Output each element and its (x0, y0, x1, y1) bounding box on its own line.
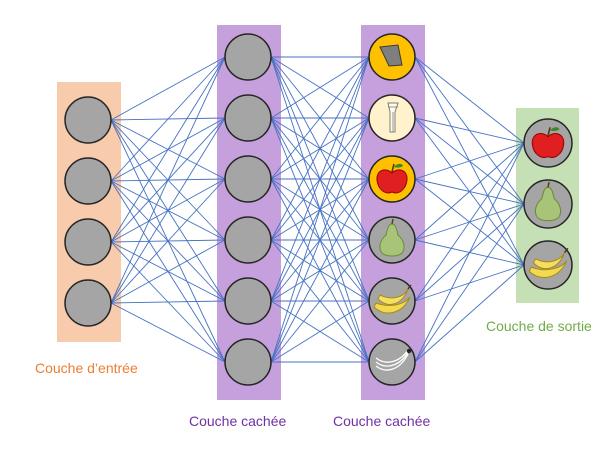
edge-hidden1-5-to-hidden2-0 (270, 56, 370, 363)
square-shape-icon (379, 44, 403, 67)
edge-hidden2-3-to-output-0 (414, 142, 525, 241)
red-apple-icon (531, 127, 565, 158)
edge-hidden2-1-to-output-0 (414, 117, 525, 144)
edge-hidden1-5-to-hidden2-4 (270, 300, 370, 363)
node-circle (64, 157, 112, 205)
neurons (64, 33, 573, 386)
banana-icon (528, 247, 569, 279)
edge-input-3-to-hidden1-4 (110, 300, 226, 304)
edge-hidden2-2-to-output-0 (414, 142, 525, 180)
node-hidden2-4 (368, 216, 416, 264)
node-circle (64, 279, 112, 327)
input-layer-label: Couche d’entrée (35, 360, 138, 376)
node-circle (224, 216, 272, 264)
node-hidden1-5 (224, 277, 272, 325)
edge-hidden2-5-to-output-0 (414, 142, 525, 363)
node-circle (64, 218, 112, 266)
node-circle (224, 155, 272, 203)
edge-hidden1-3-to-hidden2-0 (270, 56, 370, 241)
node-hidden1-2 (224, 94, 272, 142)
connection-edges (110, 56, 525, 363)
edge-hidden1-2-to-hidden2-0 (270, 56, 370, 180)
node-input-4 (64, 279, 112, 327)
node-input-1 (64, 96, 112, 144)
output-layer-label: Couche de sortie (486, 318, 592, 334)
node-circle (224, 33, 272, 81)
edge-input-3-to-hidden1-3 (110, 239, 226, 304)
edge-hidden1-5-to-hidden2-3 (270, 239, 370, 363)
edge-input-3-to-hidden1-2 (110, 178, 226, 304)
node-input-2 (64, 157, 112, 205)
edge-input-1-to-hidden1-0 (110, 56, 226, 182)
node-hidden1-3 (224, 155, 272, 203)
hidden-layer-2-label: Couche cachée (333, 413, 431, 429)
edge-hidden1-4-to-hidden2-0 (270, 56, 370, 302)
edge-input-2-to-hidden1-0 (110, 56, 226, 243)
edge-hidden2-5-to-output-1 (414, 203, 525, 363)
node-circle (224, 338, 272, 386)
pear-icon (534, 181, 562, 222)
node-hidden2-3 (368, 155, 416, 203)
node-hidden2-5 (368, 277, 416, 325)
edge-hidden2-4-to-output-0 (414, 142, 525, 302)
hidden-layer-1-label: Couche cachée (189, 413, 287, 429)
hidden-layer-2-band (361, 25, 425, 400)
edge-hidden1-5-to-hidden2-2 (270, 178, 370, 363)
node-circle (224, 277, 272, 325)
edge-hidden1-5-to-hidden2-1 (270, 117, 370, 363)
node-output-3 (523, 240, 573, 290)
edge-input-0-to-hidden1-0 (110, 56, 226, 121)
pear-icon (379, 218, 405, 257)
node-hidden2-6 (368, 338, 416, 386)
node-output-1 (523, 118, 573, 168)
red-apple-icon (376, 163, 408, 194)
banana-icon (373, 284, 412, 314)
node-hidden2-2 (368, 94, 416, 142)
stick-shape-icon (387, 102, 399, 133)
edge-hidden1-1-to-hidden2-0 (270, 56, 370, 119)
node-hidden1-1 (224, 33, 272, 81)
edge-hidden2-5-to-output-2 (414, 264, 525, 363)
node-input-3 (64, 218, 112, 266)
node-hidden2-1 (368, 33, 416, 81)
node-hidden1-6 (224, 338, 272, 386)
edge-input-3-to-hidden1-5 (110, 302, 226, 363)
edge-input-3-to-hidden1-1 (110, 117, 226, 304)
banana-sketch-icon (375, 348, 412, 371)
node-circle (64, 96, 112, 144)
node-hidden1-4 (224, 216, 272, 264)
edge-input-3-to-hidden1-0 (110, 56, 226, 304)
node-circle (224, 94, 272, 142)
edge-hidden2-0-to-output-0 (414, 56, 525, 144)
hidden-layer-1-band (217, 25, 281, 400)
node-output-2 (523, 179, 573, 229)
